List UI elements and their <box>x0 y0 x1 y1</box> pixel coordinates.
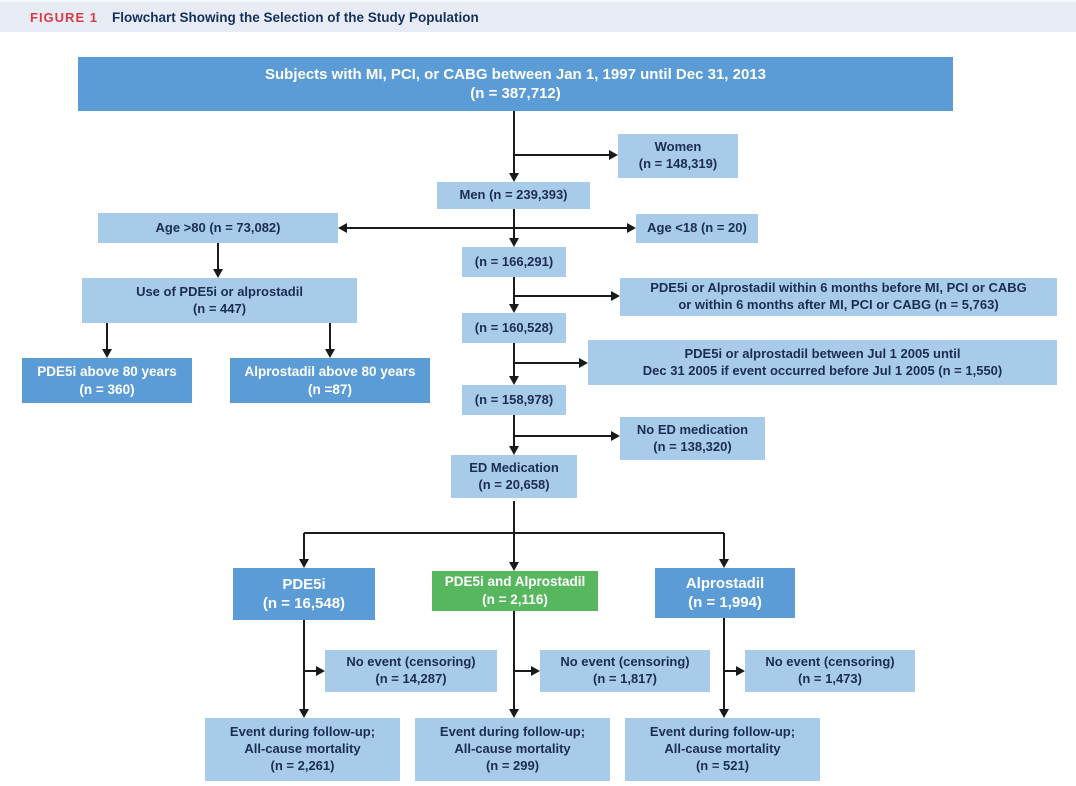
node-label: PDE5i and Alprostadil (n = 2,116) <box>444 574 586 607</box>
node-event-combo: Event during follow-up; All-cause mortal… <box>415 718 610 781</box>
node-label: PDE5i (n = 16,548) <box>262 575 346 613</box>
node-men: Men (n = 239,393) <box>437 182 590 209</box>
node-label: Use of PDE5i or alprostadil (n = 447) <box>136 283 303 316</box>
node-label: Event during follow-up; All-cause mortal… <box>439 724 586 773</box>
node-pde5i-and-alprostadil-group: PDE5i and Alprostadil (n = 2,116) <box>432 571 598 611</box>
node-n-160528: (n = 160,528) <box>462 313 566 343</box>
node-label: (n = 160,528) <box>474 319 554 335</box>
arrow-group <box>102 111 745 718</box>
node-use-of-pde5i-or-alprostadil: Use of PDE5i or alprostadil (n = 447) <box>82 278 357 323</box>
node-subjects: Subjects with MI, PCI, or CABG between J… <box>78 57 953 111</box>
node-label: No event (censoring) (n = 1,473) <box>765 654 895 686</box>
node-censoring-pde5i: No event (censoring) (n = 14,287) <box>325 650 497 692</box>
figure-title: Flowchart Showing the Selection of the S… <box>111 9 479 25</box>
node-label: Alprostadil above 80 years (n =87) <box>244 363 416 397</box>
node-no-ed-medication: No ED medication (n = 138,320) <box>620 417 765 460</box>
node-censoring-combo: No event (censoring) (n = 1,817) <box>540 650 710 692</box>
node-label: Subjects with MI, PCI, or CABG between J… <box>265 65 766 103</box>
node-women: Women (n = 148,319) <box>618 134 738 178</box>
figure-number-label: FIGURE 1 <box>30 9 98 25</box>
node-label: Men (n = 239,393) <box>459 187 568 203</box>
node-label: Event during follow-up; All-cause mortal… <box>229 724 376 773</box>
node-label: No ED medication (n = 138,320) <box>636 421 749 454</box>
node-label: No event (censoring) (n = 14,287) <box>346 654 476 686</box>
node-censoring-alprostadil: No event (censoring) (n = 1,473) <box>745 650 915 692</box>
node-age-over-80: Age >80 (n = 73,082) <box>98 213 338 243</box>
node-n-166291: (n = 166,291) <box>462 247 566 277</box>
node-label: PDE5i or Alprostadil within 6 months bef… <box>650 280 1027 312</box>
node-pde5i-above-80: PDE5i above 80 years (n = 360) <box>22 358 192 403</box>
node-label: Age >80 (n = 73,082) <box>155 219 281 235</box>
node-pde5i-group: PDE5i (n = 16,548) <box>233 568 375 620</box>
node-label: Event during follow-up; All-cause mortal… <box>649 724 796 773</box>
node-age-under-18: Age <18 (n = 20) <box>636 214 758 243</box>
node-label: (n = 166,291) <box>474 253 554 269</box>
node-label: (n = 158,978) <box>474 391 554 407</box>
node-ed-medication: ED Medication (n = 20,658) <box>451 455 577 498</box>
figure-header: FIGURE 1 Flowchart Showing the Selection… <box>0 0 1076 32</box>
node-pde5i-within-6-months: PDE5i or Alprostadil within 6 months bef… <box>620 278 1057 316</box>
node-alprostadil-group: Alprostadil (n = 1,994) <box>655 568 795 618</box>
node-alprostadil-above-80: Alprostadil above 80 years (n =87) <box>230 358 430 403</box>
node-label: Age <18 (n = 20) <box>647 220 747 236</box>
node-event-alprostadil: Event during follow-up; All-cause mortal… <box>625 718 820 781</box>
node-event-pde5i: Event during follow-up; All-cause mortal… <box>205 718 400 781</box>
node-n-158978: (n = 158,978) <box>462 385 566 415</box>
node-label: PDE5i above 80 years (n = 360) <box>37 363 177 397</box>
node-label: Women (n = 148,319) <box>638 139 718 171</box>
node-label: PDE5i or alprostadil between Jul 1 2005 … <box>642 345 1003 378</box>
node-label: Alprostadil (n = 1,994) <box>685 574 765 612</box>
node-label: ED Medication (n = 20,658) <box>469 459 559 492</box>
node-pde5i-jul-2005: PDE5i or alprostadil between Jul 1 2005 … <box>588 340 1057 385</box>
node-label: No event (censoring) (n = 1,817) <box>560 654 690 686</box>
